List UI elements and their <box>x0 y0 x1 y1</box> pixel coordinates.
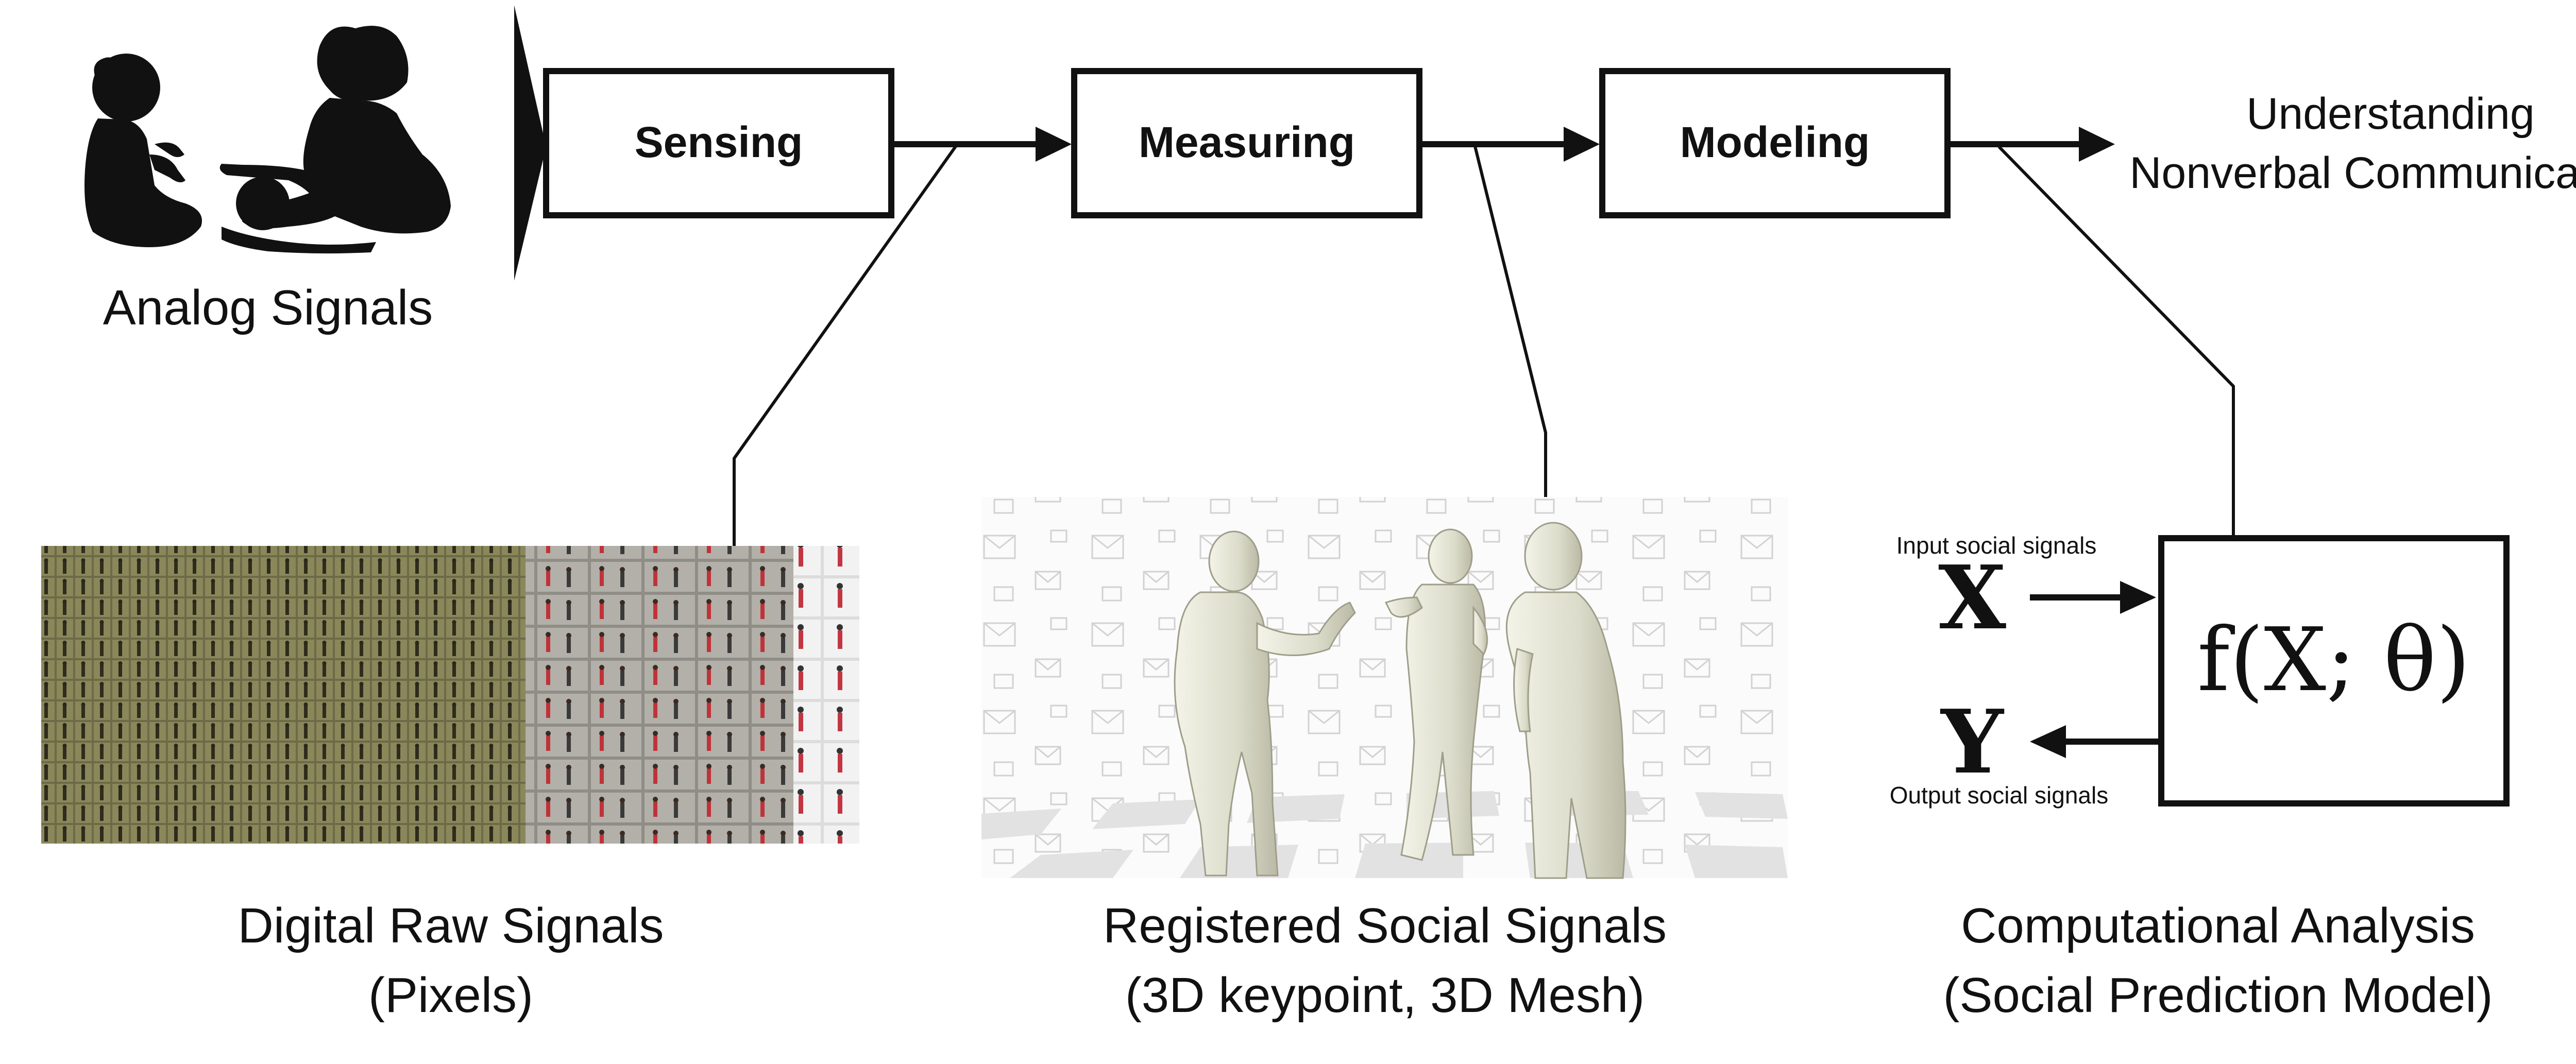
connector-lines <box>733 143 2235 546</box>
mesh-person-right <box>1505 522 1626 879</box>
connector-sensing <box>733 143 959 546</box>
raw-pixels-image <box>41 546 859 844</box>
output-arrowhead <box>2030 725 2066 758</box>
input-symbol: X <box>1938 546 2006 649</box>
analysis-caption-line1: Computational Analysis <box>1961 898 2475 953</box>
analysis-caption-line2: (Social Prediction Model) <box>1943 968 2493 1023</box>
arrowhead-2 <box>1564 127 1600 162</box>
arrowhead-1 <box>1036 127 1072 162</box>
model-diagram: f(X; θ) Input social signals X Y Output … <box>1890 532 2510 809</box>
stage-sensing: Sensing <box>543 68 894 218</box>
input-social-signals-label: Input social signals <box>1896 532 2097 559</box>
model-function-text: f(X; θ) <box>2197 609 2470 711</box>
stage-sensing-label: Sensing <box>635 118 803 166</box>
stage-modeling: Modeling <box>1599 68 1951 218</box>
raw-caption-line1: Digital Raw Signals <box>238 898 664 953</box>
model-function-box <box>2158 535 2510 806</box>
stage-measuring-label: Measuring <box>1139 118 1355 166</box>
input-arrowhead <box>2120 581 2156 614</box>
output-label-line2: Nonverbal Communication <box>2129 148 2576 198</box>
connector-modeling <box>1997 145 2235 536</box>
mesh-person-left <box>1174 530 1356 877</box>
analog-signals-silhouette-icon <box>84 26 451 254</box>
connector-measuring <box>1473 144 1547 497</box>
raw-caption-line2: (Pixels) <box>368 968 533 1023</box>
stage-modeling-label: Modeling <box>1680 118 1870 166</box>
analog-signals-label: Analog Signals <box>103 280 433 335</box>
input-wedge-arrow <box>514 5 546 281</box>
registered-caption-line2: (3D keypoint, 3D Mesh) <box>1125 968 1645 1023</box>
arrowhead-3 <box>2079 127 2115 162</box>
stage-measuring: Measuring <box>1071 68 1422 218</box>
output-label-line1: Understanding <box>2246 89 2534 139</box>
output-symbol: Y <box>1940 691 2004 794</box>
registered-caption-line1: Registered Social Signals <box>1103 898 1667 953</box>
mesh-person-middle <box>1384 528 1488 861</box>
registered-mesh-image <box>981 497 1788 879</box>
output-social-signals-label: Output social signals <box>1890 782 2108 809</box>
